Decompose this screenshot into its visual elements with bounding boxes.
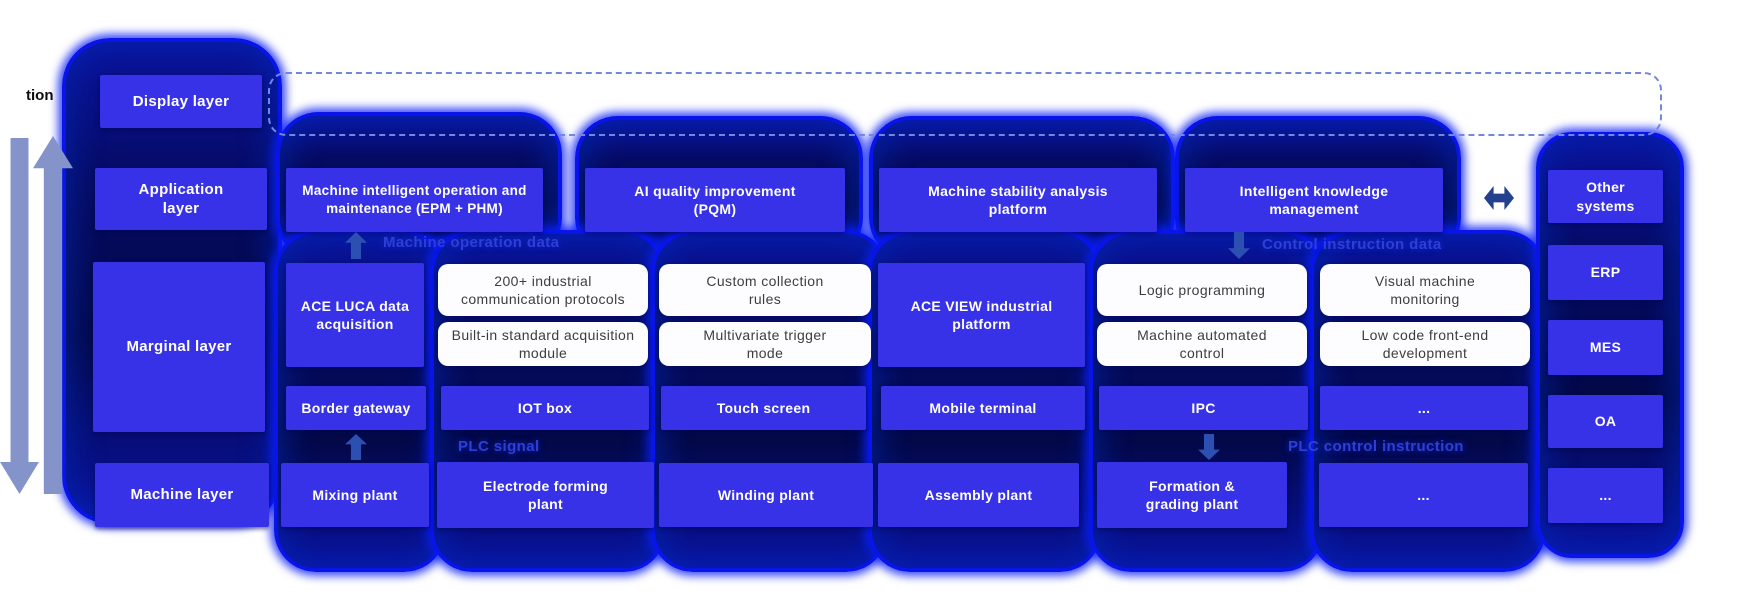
erp-box: ERP <box>1548 245 1663 300</box>
layer-display: Display layer <box>100 75 262 128</box>
visual-monitoring-box: Visual machine monitoring <box>1320 264 1530 316</box>
layer-application: Application layer <box>95 168 267 230</box>
double-headed-arrow-icon <box>1484 186 1514 210</box>
app-knowledge-box: Intelligent knowledge management <box>1185 168 1443 232</box>
app-stability-box: Machine stability analysis platform <box>879 168 1157 232</box>
electrode-plant-box: Electrode forming plant <box>437 462 654 528</box>
right-more-box: ... <box>1548 468 1663 523</box>
app-pqm-box: AI quality improvement (PQM) <box>585 168 845 232</box>
winding-plant-box: Winding plant <box>659 463 873 527</box>
assembly-plant-box: Assembly plant <box>878 463 1079 527</box>
flow-label-plc-control-instruction: PLC control instruction <box>1288 438 1464 455</box>
device-more-box: ... <box>1320 386 1528 430</box>
flow-label-control-instruction-data: Control instruction data <box>1262 236 1442 253</box>
layer-marginal: Marginal layer <box>93 262 265 432</box>
mixing-plant-box: Mixing plant <box>281 463 429 527</box>
auto-control-box: Machine automated control <box>1097 322 1307 366</box>
touch-screen-box: Touch screen <box>661 386 866 430</box>
protocols-box: 200+ industrial communication protocols <box>438 264 648 316</box>
long-down-arrow-icon <box>0 138 39 494</box>
machine-more-box: ... <box>1319 463 1528 527</box>
iot-box: IOT box <box>441 386 649 430</box>
custom-rules-box: Custom collection rules <box>659 264 871 316</box>
low-code-box: Low code front-end development <box>1320 322 1530 366</box>
ace-luca-box: ACE LUCA data acquisition <box>286 263 424 367</box>
flow-label-plc-signal: PLC signal <box>458 438 540 455</box>
formation-plant-box: Formation & grading plant <box>1097 462 1287 528</box>
layer-machine: Machine layer <box>95 463 269 527</box>
display-row-dashed-outline <box>268 72 1662 136</box>
oa-box: OA <box>1548 395 1663 448</box>
ipc-box: IPC <box>1099 386 1308 430</box>
truncated-left-label: tion <box>26 87 54 104</box>
mes-box: MES <box>1548 320 1663 375</box>
flow-label-machine-operation-data: Machine operation data <box>383 234 560 251</box>
ace-view-box: ACE VIEW industrial platform <box>878 263 1085 367</box>
logic-programming-box: Logic programming <box>1097 264 1307 316</box>
other-systems-box: Other systems <box>1548 170 1663 223</box>
mobile-terminal-box: Mobile terminal <box>881 386 1085 430</box>
multivariate-box: Multivariate trigger mode <box>659 322 871 366</box>
builtin-module-box: Built-in standard acquisition module <box>438 322 648 366</box>
app-epm-box: Machine intelligent operation and mainte… <box>286 168 543 232</box>
border-gateway-box: Border gateway <box>286 386 426 430</box>
